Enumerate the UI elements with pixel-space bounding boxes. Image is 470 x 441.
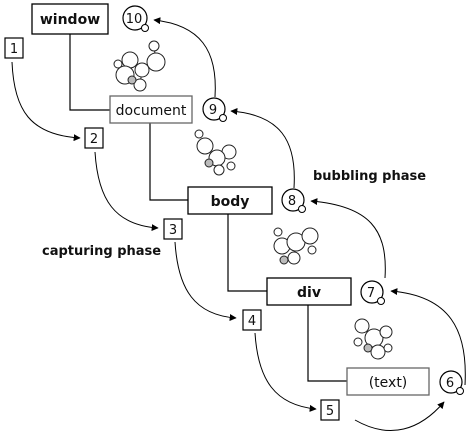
event-molecule-icon [273, 227, 319, 265]
event-molecule-icon [113, 40, 166, 92]
event-molecule-icon [194, 129, 237, 176]
node-label-text: (text) [369, 375, 408, 391]
svg-text:5: 5 [326, 404, 334, 419]
node-label-document: document [116, 103, 187, 119]
svg-text:7: 7 [367, 286, 375, 301]
node-label-div: div [297, 285, 321, 301]
capture-step-2: 2 [84, 127, 104, 149]
tree-connectors [69, 34, 347, 382]
svg-text:2: 2 [90, 132, 98, 147]
svg-text:3: 3 [169, 223, 177, 238]
event-molecule-icon [353, 318, 393, 360]
capture-step-5: 5 [320, 399, 340, 421]
node-body: body [187, 186, 273, 215]
bubble-step-9: 9 [202, 97, 227, 122]
svg-text:4: 4 [248, 314, 256, 329]
node-window: window [31, 3, 109, 35]
capturing-phase-label: capturing phase [42, 244, 161, 259]
svg-text:9: 9 [209, 103, 217, 118]
svg-text:6: 6 [446, 376, 454, 391]
node-label-body: body [211, 194, 250, 210]
capture-step-4: 4 [242, 309, 262, 331]
svg-text:10: 10 [126, 12, 143, 27]
node-div: div [266, 277, 352, 306]
bubble-step-7: 7 [360, 280, 385, 305]
bubble-step-6: 6 [439, 370, 464, 395]
bubbling-phase-label: bubbling phase [313, 169, 426, 184]
bubbling-arrows [153, 17, 466, 431]
bubble-step-10: 10 [122, 5, 149, 32]
capture-step-3: 3 [163, 218, 183, 240]
node-label-window: window [40, 12, 100, 28]
svg-text:8: 8 [288, 194, 296, 209]
capturing-arrows [11, 61, 317, 412]
node-text: (text) [346, 367, 430, 396]
svg-text:1: 1 [10, 42, 18, 57]
capture-step-1: 1 [4, 37, 24, 59]
bubble-step-8: 8 [281, 188, 306, 213]
node-document: document [109, 95, 193, 124]
